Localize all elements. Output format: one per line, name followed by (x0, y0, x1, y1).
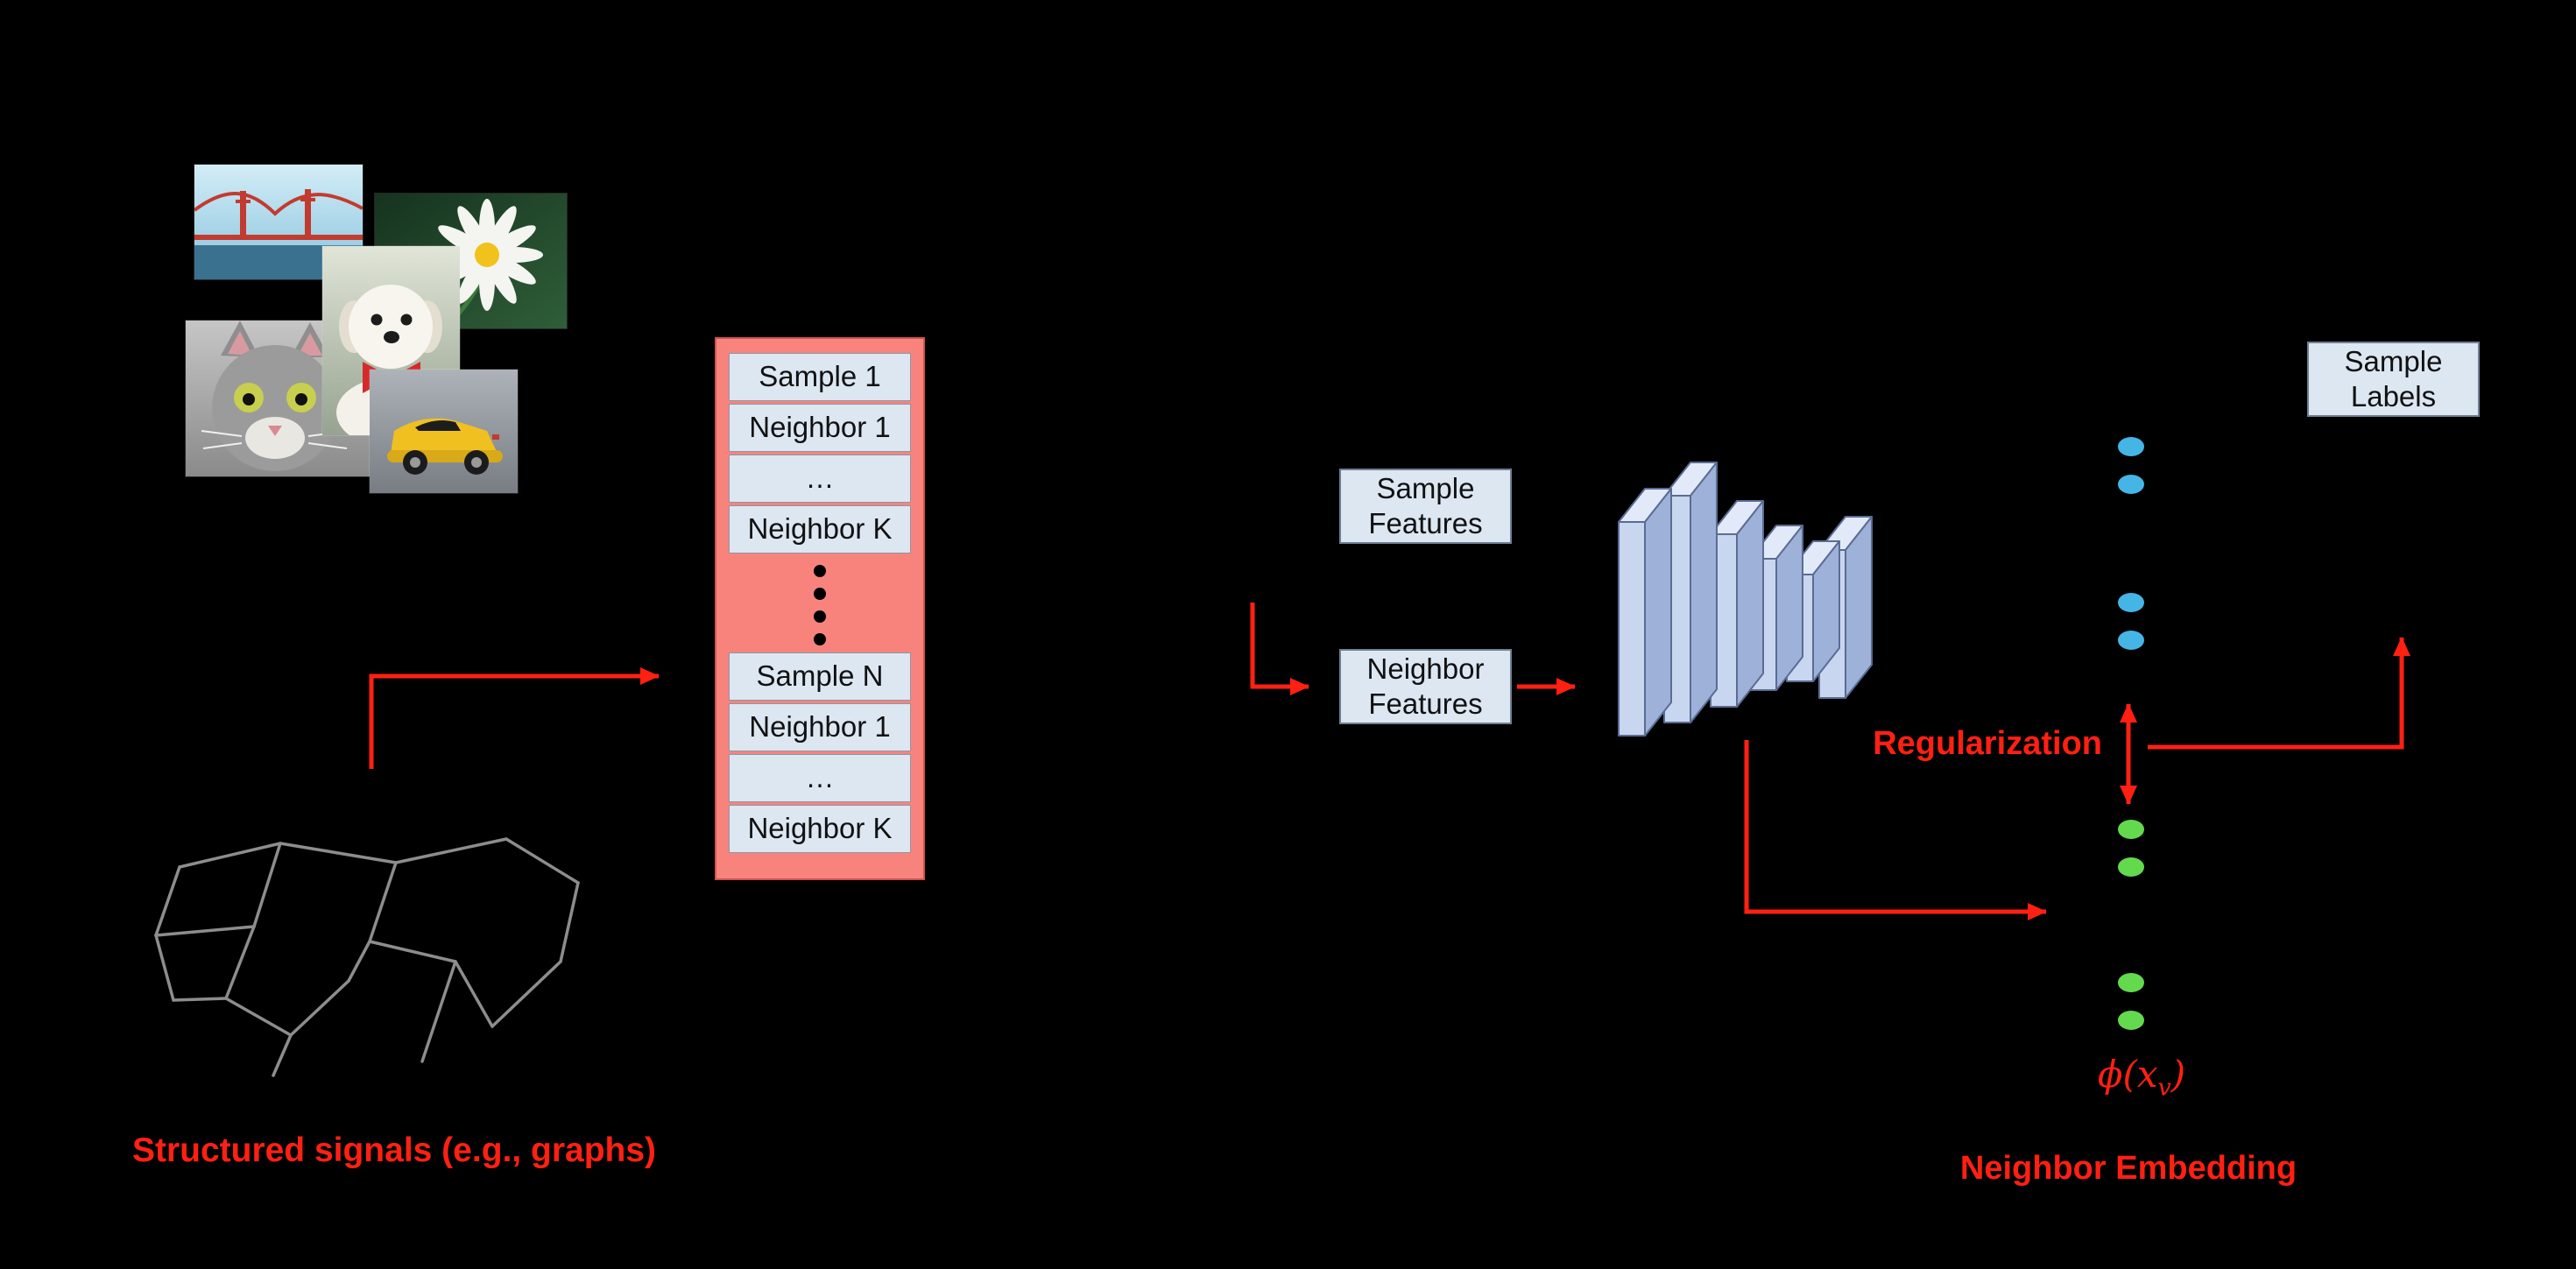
photo-cat (186, 321, 378, 476)
neighbor-embedding-dot (2118, 857, 2144, 877)
table-row: Neighbor K (729, 805, 911, 853)
car-photo-art (370, 370, 518, 493)
table-row: Neighbor 1 (729, 404, 911, 452)
neighbor-embedding-dot (2118, 1011, 2144, 1030)
sample-embedding-dot (2118, 631, 2144, 650)
neighbor-embedding-label: Neighbor Embedding (1959, 1150, 2297, 1187)
neural-network-layers (1618, 462, 1873, 737)
table-row: Neighbor 1 (729, 703, 911, 751)
table-row: … (729, 455, 911, 503)
network-to-neighbor-embedding-arrow (1744, 740, 2047, 920)
table-row: Sample N (729, 652, 911, 701)
nn-layer-1 (1618, 488, 1672, 737)
structured-graph (154, 837, 580, 1077)
neighbor-embedding-dot (2118, 973, 2144, 992)
phi-open: ϕ(x (2097, 1053, 2158, 1096)
table-row: … (729, 754, 911, 802)
sample-embedding-dot (2118, 475, 2144, 494)
phi-xv-label: ϕ(xv) (2058, 1053, 2225, 1101)
graph-to-training-data-arrow (369, 667, 660, 769)
table-row: Sample 1 (729, 353, 911, 401)
graph-edges (154, 837, 580, 1077)
photo-car (370, 370, 518, 493)
phi-sub: v (2157, 1074, 2171, 1102)
structured-signals-label: Structured signals (e.g., graphs) (131, 1132, 657, 1169)
neighbor-features-box: Neighbor Features (1339, 649, 1512, 724)
embedding-to-sample-labels-arrow (2148, 637, 2410, 750)
input-to-neighbor-features-arrow (1250, 603, 1309, 695)
cat-photo-art (186, 321, 378, 476)
training-data-table: Sample 1 Neighbor 1 … Neighbor K Sample … (715, 337, 925, 880)
regularization-label: Regularization (1873, 725, 2102, 762)
sample-features-box: Sample Features (1339, 469, 1512, 544)
table-row: Neighbor K (729, 505, 911, 553)
nn-layer-3 (1710, 500, 1764, 708)
sample-embedding-dot (2118, 437, 2144, 456)
sample-embedding-dot (2118, 593, 2144, 612)
table-ellipsis (716, 565, 923, 645)
sample-labels-box: Sample Labels (2307, 342, 2480, 417)
neighbor-embedding-dot (2118, 820, 2144, 839)
nn-slabs (1618, 462, 1873, 737)
phi-close: ) (2170, 1053, 2186, 1096)
